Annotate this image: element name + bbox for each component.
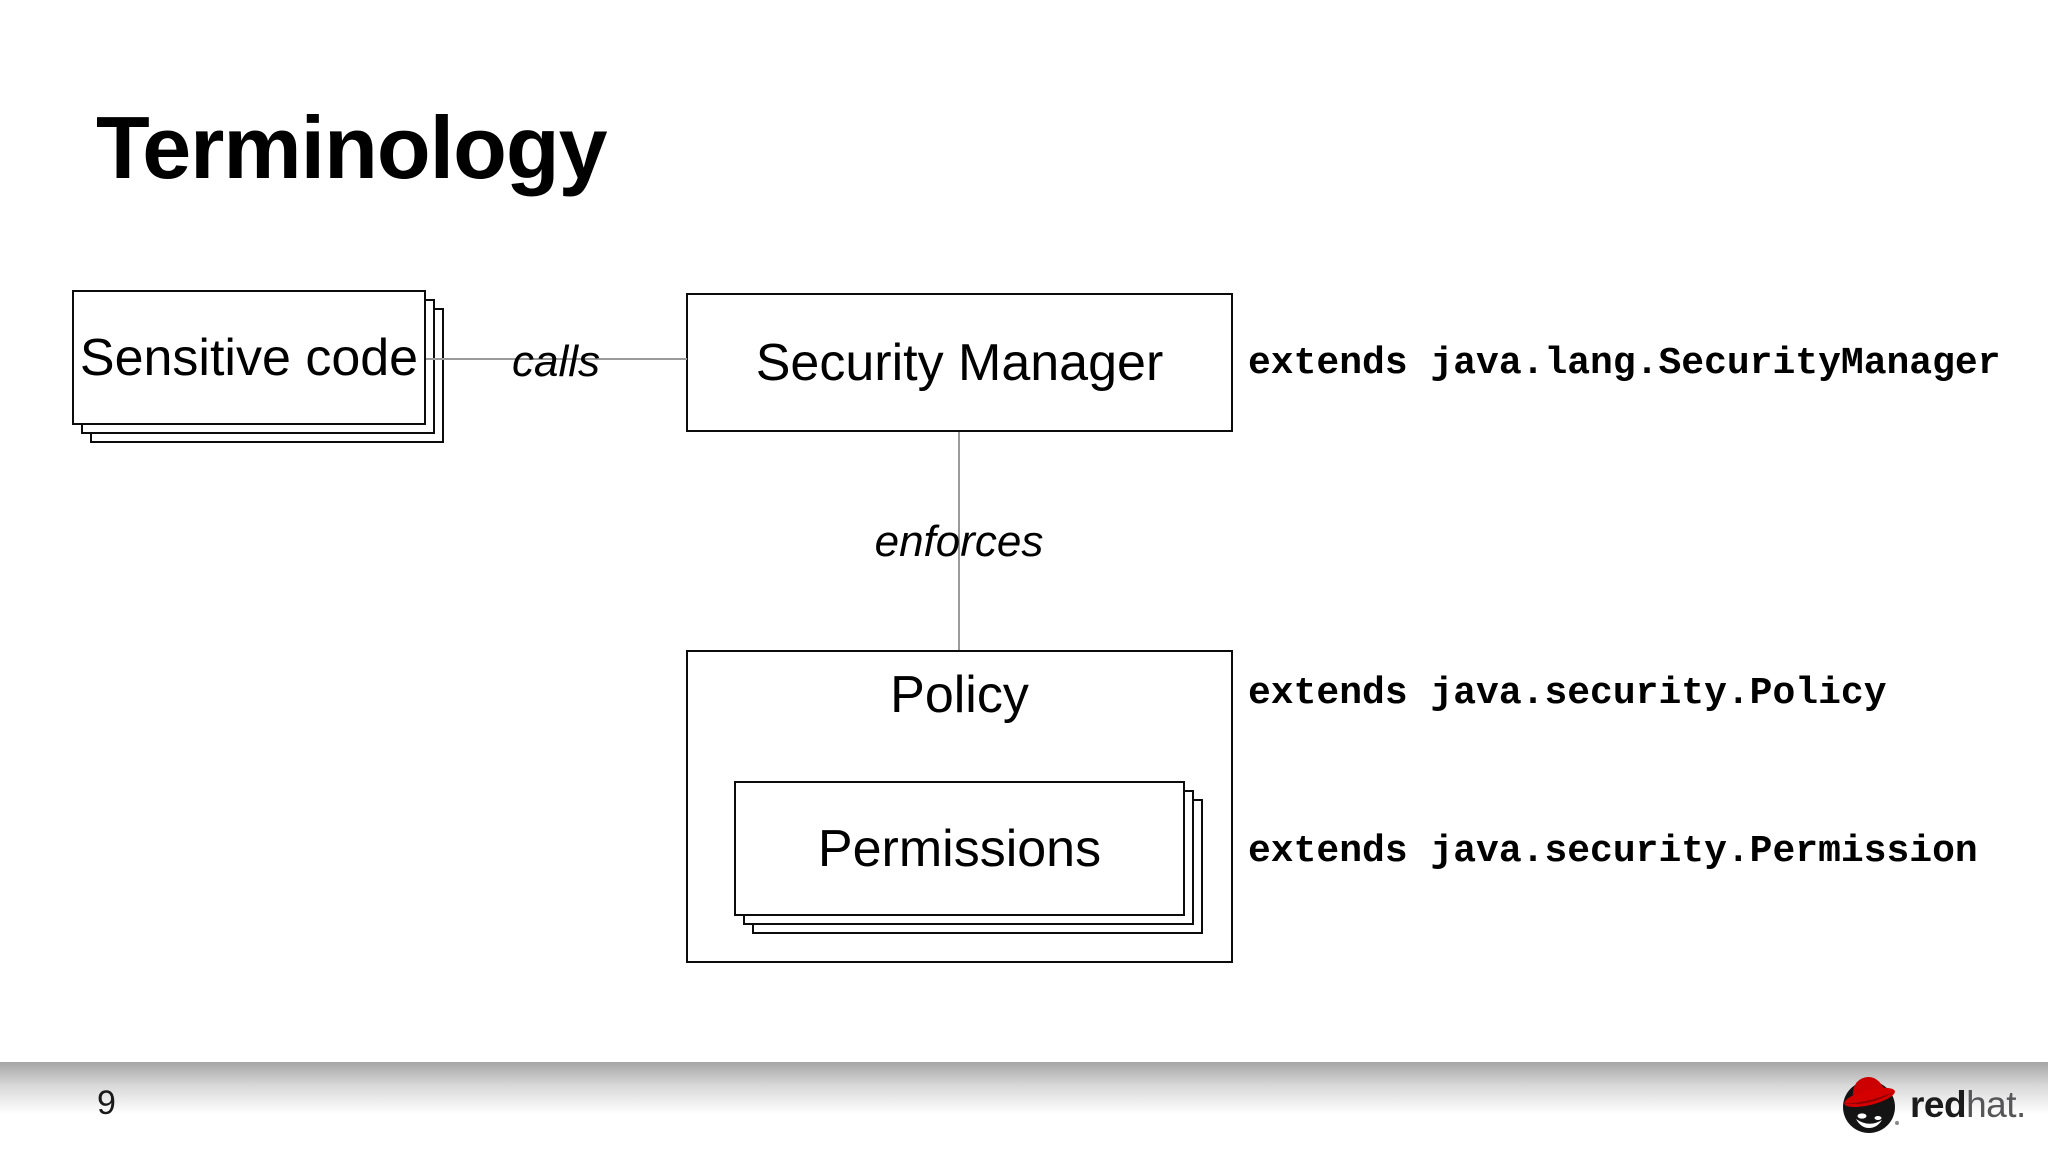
annotation-extends-permission: extends java.security.Permission (1248, 830, 1978, 873)
sensitive-code-box: Sensitive code (72, 290, 426, 425)
redhat-logo-text-hat: hat (1966, 1083, 2017, 1125)
footer-gradient-band (0, 1062, 2048, 1152)
calls-connector-label: calls (511, 337, 601, 386)
policy-label: Policy (890, 666, 1029, 724)
security-manager-box: Security Manager (686, 293, 1233, 432)
calls-connector-line (426, 358, 687, 360)
redhat-logo-text: redhat. (1910, 1086, 2026, 1123)
annotation-extends-securitymanager: extends java.lang.SecurityManager (1248, 342, 2001, 385)
redhat-logo: redhat. (1842, 1068, 2026, 1140)
redhat-logo-text-dot: . (2016, 1083, 2026, 1125)
page-number: 9 (97, 1084, 116, 1122)
security-manager-label: Security Manager (755, 333, 1164, 392)
redhat-logo-text-red: red (1910, 1083, 1967, 1125)
redhat-shadowman-icon (1843, 1077, 1899, 1133)
enforces-connector-line (958, 432, 960, 650)
permissions-box: Permissions (734, 781, 1185, 916)
permissions-label: Permissions (817, 819, 1102, 878)
sensitive-code-label: Sensitive code (79, 328, 419, 387)
slide-title: Terminology (96, 98, 608, 197)
enforces-connector-label: enforces (874, 517, 1044, 566)
annotation-extends-policy: extends java.security.Policy (1248, 672, 1887, 715)
